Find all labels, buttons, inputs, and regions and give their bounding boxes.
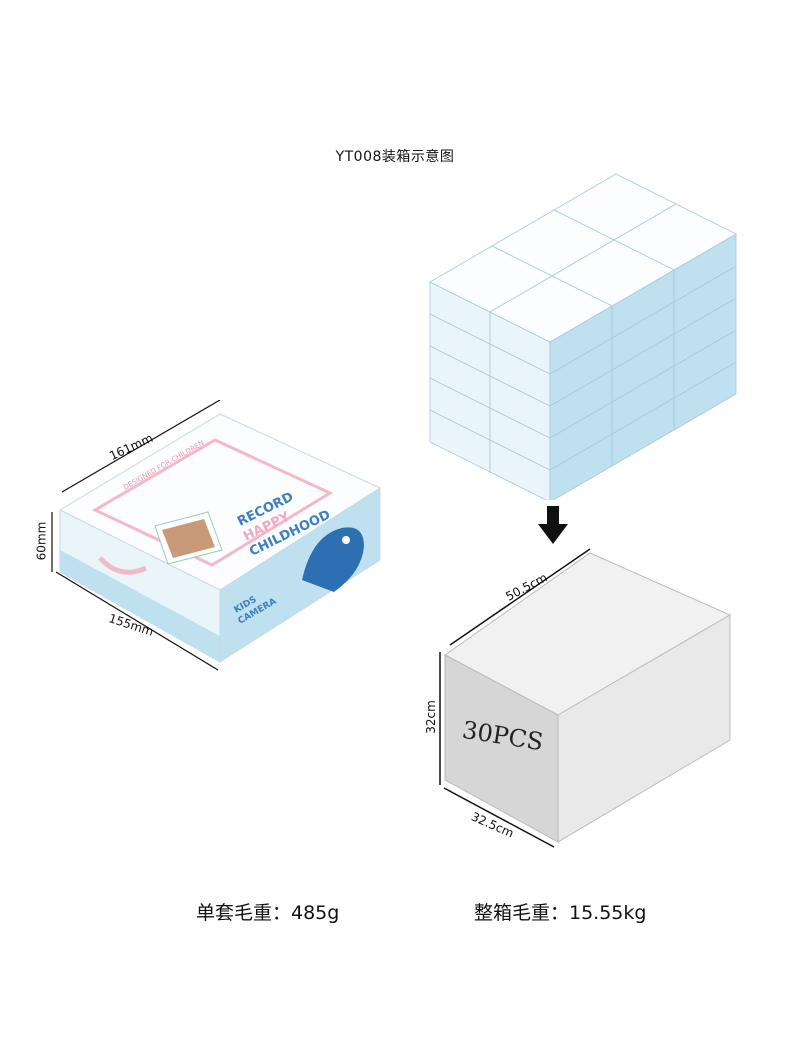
single-box-illustration: RECORD HAPPY CHILDHOOD KIDS CAMERA DESIG… [51, 400, 382, 671]
photo-image [162, 519, 215, 558]
dim-line-width [55, 571, 219, 671]
diagram-title: YT008装箱示意图 [335, 149, 455, 165]
carton-weight-label: 整箱毛重：15.55kg [474, 902, 647, 924]
carton-dim-line-length [449, 548, 591, 646]
carton-height-label: 32cm [423, 700, 438, 734]
single-box-front-band [60, 550, 220, 662]
carton-dim-line-width [443, 787, 555, 848]
stacked-box-top [489, 275, 613, 343]
stacked-boxes-illustration [429, 173, 737, 500]
dinosaur-eye-icon [342, 536, 350, 544]
dim-line-length [61, 400, 221, 493]
carton-right-face [557, 614, 731, 843]
dinosaur-icon [302, 527, 364, 592]
carton-illustration [439, 548, 732, 848]
single-weight-label: 单套毛重：485g [196, 902, 340, 924]
down-arrow-icon [538, 506, 568, 544]
single-height-label: 60mm [34, 521, 49, 561]
decor-arc [98, 556, 148, 575]
